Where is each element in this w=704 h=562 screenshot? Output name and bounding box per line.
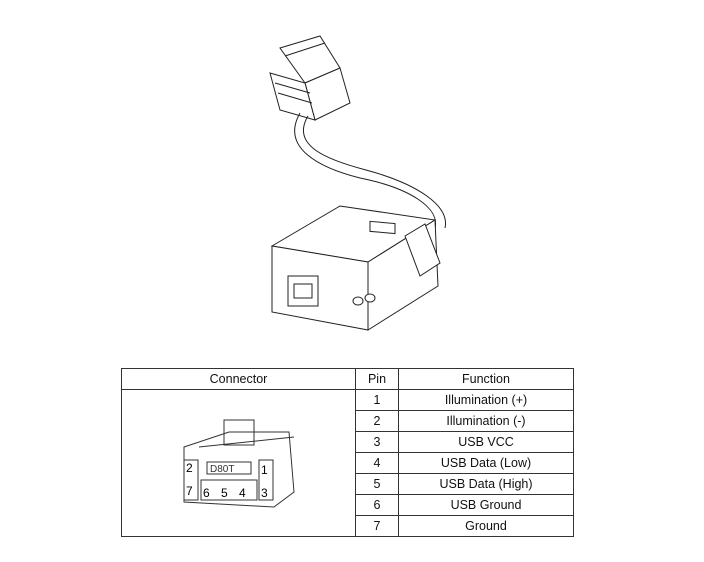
- pin-function: Ground: [398, 515, 574, 537]
- pin-number: 5: [355, 473, 399, 495]
- pin-function: USB Data (High): [398, 473, 574, 495]
- pin-function: Illumination (-): [398, 410, 574, 432]
- table-header-row: Connector Pin Function: [121, 368, 574, 390]
- connector-face-drawing: D80T 2 1 7 6 5 4 3: [183, 419, 295, 508]
- usb-module-box-drawing: [270, 205, 441, 331]
- connector-pin-2: 2: [186, 461, 193, 475]
- connector-pin-4: 4: [239, 486, 246, 500]
- pin-function: USB Data (Low): [398, 452, 574, 474]
- pin-number: 3: [355, 431, 399, 453]
- connector-label: D80T: [210, 464, 234, 475]
- pin-function: USB Ground: [398, 494, 574, 516]
- pin-number: 1: [355, 389, 399, 411]
- connector-pin-3: 3: [261, 486, 268, 500]
- connector-pin-6: 6: [203, 486, 210, 500]
- pin-number: 7: [355, 515, 399, 537]
- pin-function: USB VCC: [398, 431, 574, 453]
- connector-plug-drawing: [269, 35, 351, 121]
- header-connector: Connector: [121, 368, 356, 390]
- pin-number: 4: [355, 452, 399, 474]
- pin-table: Connector Pin Function D80T 2 1 7 6 5 4 …: [121, 368, 574, 537]
- pin-number: 2: [355, 410, 399, 432]
- table-row: D80T 2 1 7 6 5 4 3 1 Illumination (+): [121, 389, 574, 537]
- pin-function: Illumination (+): [398, 389, 574, 411]
- connector-pin-1: 1: [261, 463, 268, 477]
- usb-module-illustration: [269, 35, 446, 331]
- header-pin: Pin: [355, 368, 399, 390]
- connector-pin-5: 5: [221, 486, 228, 500]
- header-function: Function: [398, 368, 574, 390]
- connector-pin-7: 7: [186, 484, 193, 498]
- cable-drawing: [294, 112, 437, 229]
- connector-cell: D80T 2 1 7 6 5 4 3: [121, 389, 356, 537]
- pin-number: 6: [355, 494, 399, 516]
